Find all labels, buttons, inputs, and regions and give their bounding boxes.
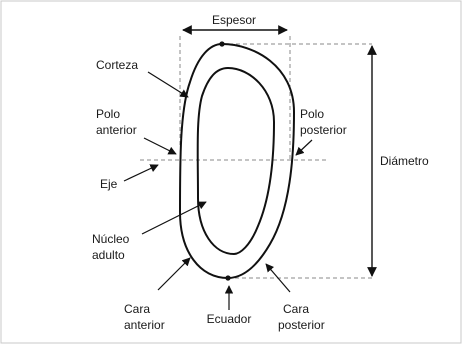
equator-label: Ecuador: [207, 312, 252, 326]
posterior-pole-label-line1: Polo: [300, 107, 324, 121]
anterior-face-leader: [157, 257, 191, 291]
anterior-pole-label-line2: anterior: [96, 123, 137, 137]
equator-point: [225, 275, 231, 281]
cortex-label: Corteza: [96, 58, 138, 72]
posterior-face-label-line2: posterior: [278, 318, 325, 332]
posterior-pole-leader: [295, 139, 313, 156]
lens-nucleus: [196, 66, 276, 256]
posterior-pole-label-line2: posterior: [300, 123, 347, 137]
axis-label: Eje: [100, 177, 118, 191]
anterior-face-label-line2: anterior: [124, 318, 165, 332]
diameter-label: Diámetro: [380, 154, 429, 168]
thickness-label: Espesor: [212, 13, 256, 27]
posterior-face-label-line1: Cara: [283, 302, 309, 316]
anterior-pole-label-line1: Polo: [96, 107, 120, 121]
nucleus-label-line1: Núcleo: [92, 232, 130, 246]
posterior-face-leader: [265, 263, 291, 293]
anterior-face-label-line1: Cara: [124, 302, 150, 316]
nucleus-label-line2: adulto: [92, 248, 125, 262]
nucleus-leader: [141, 201, 207, 235]
anterior-pole-point: [219, 41, 225, 47]
anterior-pole-leader: [143, 137, 177, 155]
axis-leader: [123, 164, 159, 182]
cortex-leader: [147, 71, 189, 98]
